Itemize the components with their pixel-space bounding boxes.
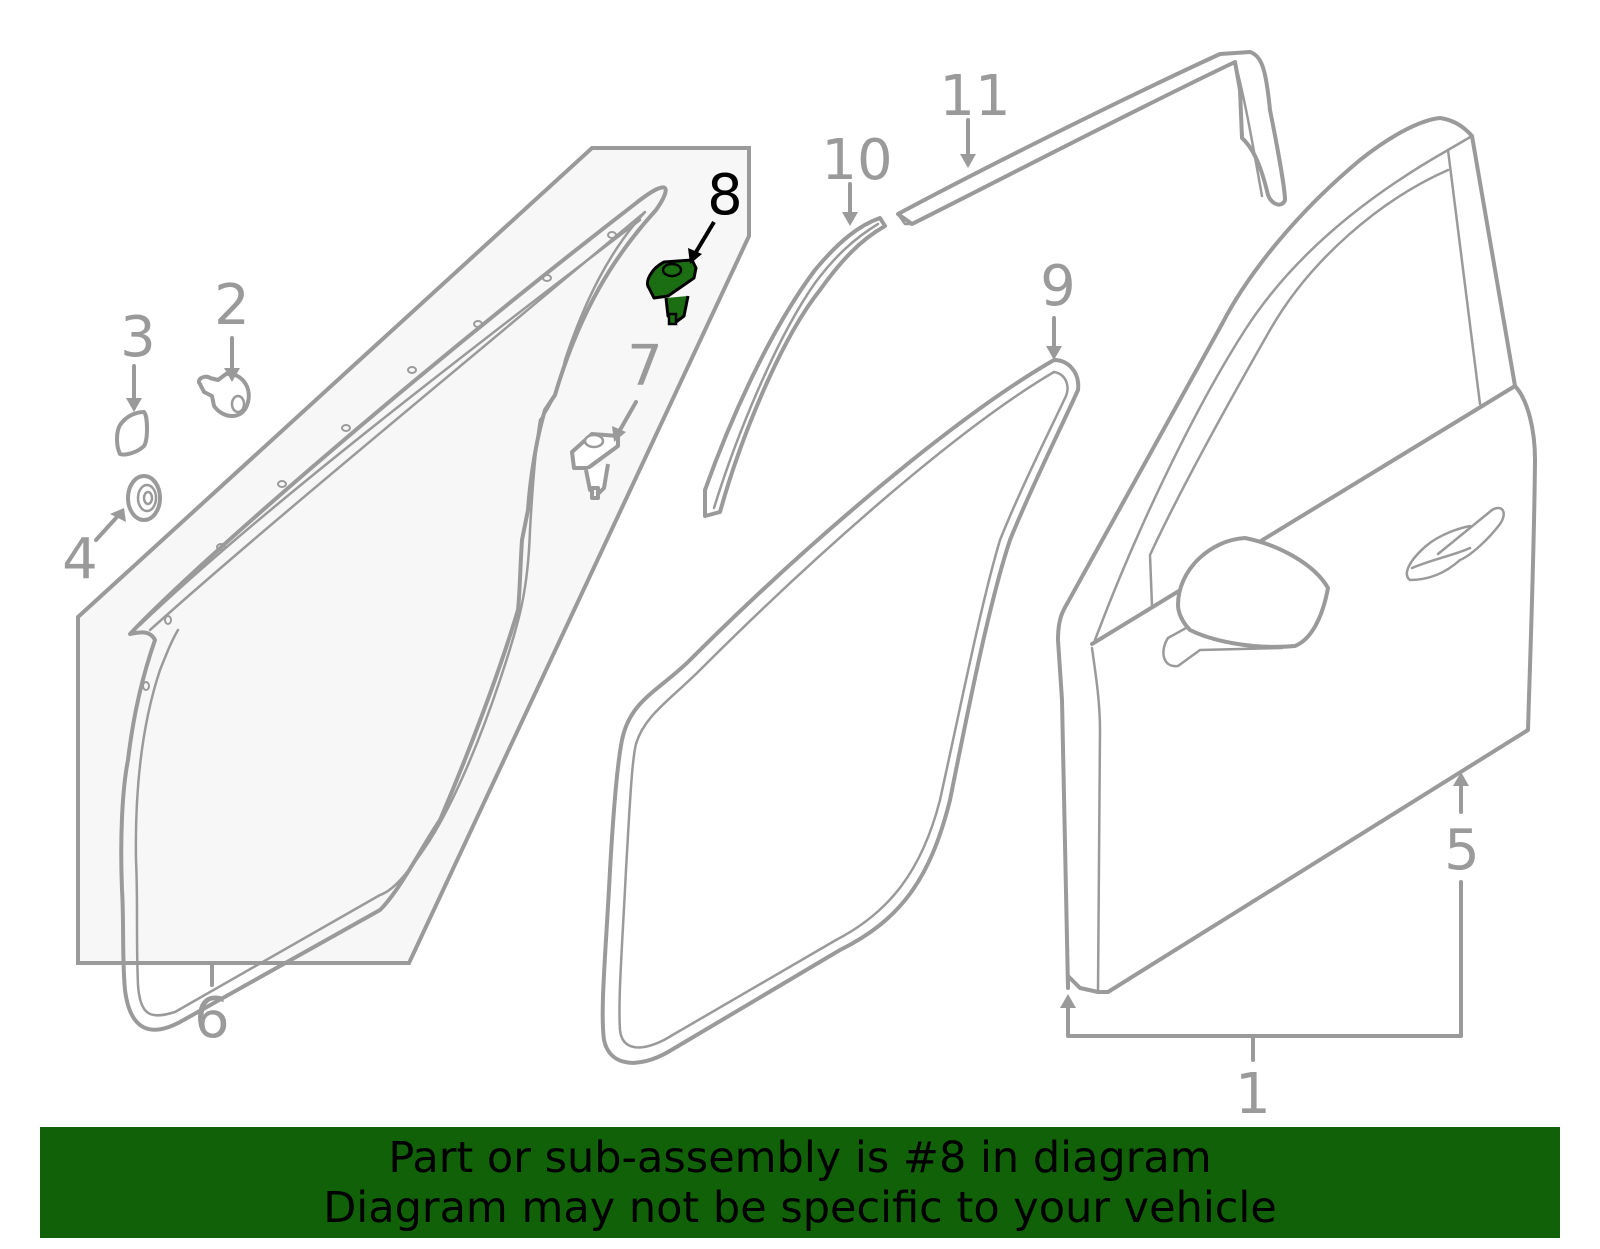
callout-7: 7 bbox=[627, 334, 663, 399]
part-2-check-bolt bbox=[197, 371, 251, 418]
small-parts-group bbox=[94, 336, 251, 542]
callout-11: 11 bbox=[939, 64, 1011, 129]
part-10-front-glass-run bbox=[703, 182, 887, 518]
callout-1-bracket bbox=[1066, 880, 1463, 1038]
callout-6: 6 bbox=[194, 986, 230, 1051]
callout-1: 1 bbox=[1235, 1062, 1271, 1127]
callout-7-leader bbox=[618, 400, 638, 432]
door-opening-weatherstrip bbox=[119, 185, 668, 1032]
part-11-upper-glass-run bbox=[896, 50, 1287, 226]
callout-8-leader bbox=[694, 220, 716, 254]
part-3-seal-pad bbox=[115, 410, 149, 457]
callout-4: 4 bbox=[62, 527, 98, 592]
part-info-banner: Part or sub-assembly is #8 in diagram Di… bbox=[40, 1127, 1560, 1238]
part-9-door-weatherstrip bbox=[600, 316, 1081, 1065]
callout-5: 5 bbox=[1444, 818, 1480, 883]
callout-3: 3 bbox=[120, 305, 156, 370]
weatherstrip-panel-group bbox=[76, 146, 751, 1032]
door-opening-weatherstrip-inner bbox=[134, 210, 647, 1017]
part-1-5-door-shell bbox=[1056, 116, 1537, 1062]
part-6-panel bbox=[76, 146, 751, 965]
banner-line-part: Part or sub-assembly is #8 in diagram bbox=[388, 1132, 1212, 1183]
part-7-clip bbox=[570, 400, 638, 500]
callout-9: 9 bbox=[1040, 254, 1076, 319]
callout-2: 2 bbox=[214, 273, 250, 338]
part-8-clip-highlighted bbox=[646, 220, 716, 326]
callout-4-leader bbox=[94, 516, 118, 542]
callout-10: 10 bbox=[821, 128, 893, 193]
part-4-grommet bbox=[126, 474, 162, 522]
banner-line-disclaimer: Diagram may not be specific to your vehi… bbox=[323, 1182, 1277, 1233]
callout-8-highlighted: 8 bbox=[707, 163, 743, 228]
